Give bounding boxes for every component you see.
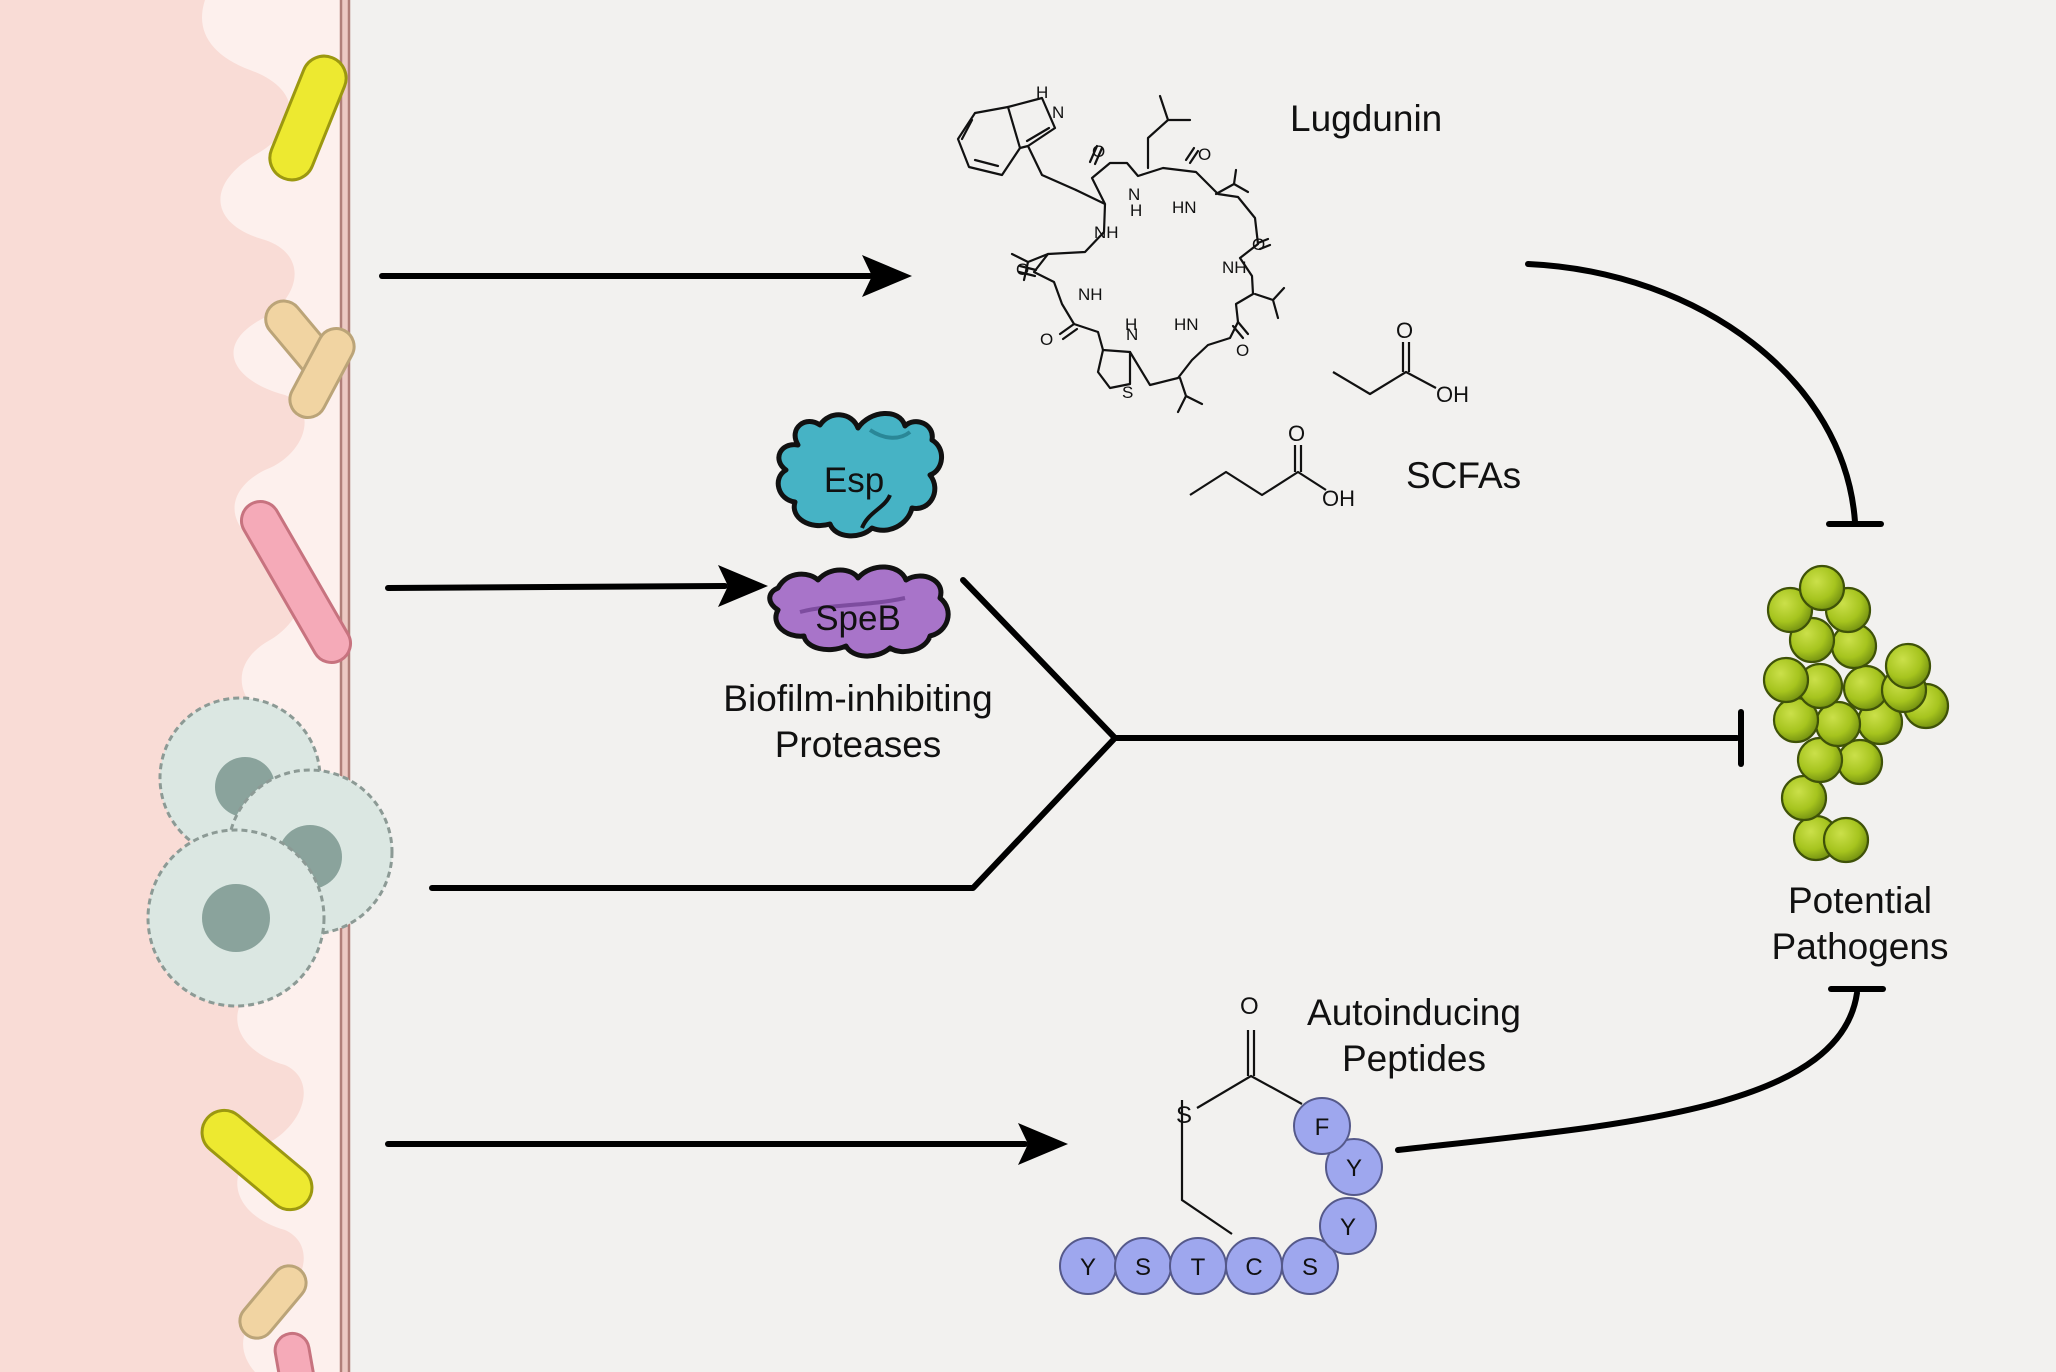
lugdunin-label-text: Lugdunin (1290, 98, 1443, 139)
pathogen-coccus (1762, 656, 1810, 704)
atom-o: O (1016, 260, 1029, 279)
scfa-atom-labels: O OH O OH (1288, 318, 1469, 511)
atom-nh: NH (1222, 258, 1247, 277)
bacterium-yellow-top (268, 54, 348, 182)
pathway-lines (379, 261, 1886, 1153)
atom-o: O (1396, 318, 1413, 343)
arrowhead-aip (1018, 1123, 1068, 1165)
pathogens-label-line1: Potential (1788, 880, 1932, 921)
pathogen-coccus (1884, 642, 1932, 690)
arrowheads (718, 255, 1068, 1165)
aip-label-line2: Peptides (1342, 1038, 1486, 1080)
atom-o: O (1092, 142, 1105, 161)
atom-o: O (1288, 421, 1305, 446)
atom-o: O (1198, 145, 1211, 164)
residue-label: Y (1346, 1155, 1362, 1182)
esp-label: Esp (824, 461, 884, 500)
pathogen-coccus (1822, 816, 1870, 864)
proteases-label: Biofilm-inhibiting Proteases (720, 676, 996, 769)
lugdunin-atom-labels: H N O N H O HN O NH O NH NH HN N H O O S (1016, 83, 1265, 402)
commensal-bacteria (200, 54, 356, 1372)
skin-tissue (0, 0, 351, 1372)
residue-y (1319, 1197, 1377, 1255)
speb-protein (767, 564, 951, 659)
inhibition-curve-aip (1395, 990, 1860, 1153)
pathogen-coccus (1836, 738, 1884, 786)
atom-nh: NH (1094, 223, 1119, 242)
bacterium-yellow-bottom (200, 1108, 314, 1212)
residue-label: F (1315, 1114, 1330, 1141)
immune-cell-nucleus (202, 884, 270, 952)
scfas-label-text: SCFAs (1406, 455, 1522, 496)
inhibition-curve-lugdunin (1525, 261, 1858, 525)
atom-o: O (1252, 235, 1265, 254)
arrowhead-lugdunin (862, 255, 912, 297)
residue-label: S (1135, 1254, 1151, 1281)
residue-label: Y (1340, 1214, 1356, 1241)
atom-hn: HN (1172, 198, 1197, 217)
aip-bonds (1180, 1030, 1303, 1235)
atom-o: O (1040, 330, 1053, 349)
bacterium-pink-edge (273, 1331, 321, 1372)
lugdunin-backbone (1032, 161, 1260, 387)
thiazolidine-ring (1096, 348, 1132, 390)
bacterium-tan-bottom (238, 1264, 308, 1340)
atom-nh: NH (1078, 285, 1103, 304)
atom-oh: OH (1322, 486, 1355, 511)
bacterium-tan-upper-right (288, 327, 356, 419)
indole-pyrrole (1006, 96, 1057, 150)
atom-n: N (1128, 185, 1140, 204)
proteases-label-line1: Biofilm-inhibiting (723, 678, 993, 719)
membrane-band (341, 0, 349, 1372)
bacterium-pink (240, 500, 352, 664)
pathogens-label-line2: Pathogens (1771, 926, 1949, 968)
lugdunin-structure (956, 94, 1286, 414)
residue-label: C (1245, 1254, 1262, 1281)
arrow-to-speb-shaft (385, 583, 728, 591)
merge-line-bottom (429, 735, 1118, 891)
proteases-label-line2: Proteases (774, 724, 942, 766)
atom-s: S (1176, 1102, 1192, 1129)
residue-label: T (1191, 1254, 1206, 1281)
atom-oh: OH (1436, 382, 1469, 407)
propionic-acid (1332, 342, 1437, 396)
atom-s: S (1122, 383, 1133, 402)
pathogen-coccus (1766, 586, 1814, 634)
pathogen-coccus (1798, 564, 1846, 612)
residue-label: S (1302, 1254, 1318, 1281)
aip-label-line1: Autoinducing (1307, 992, 1521, 1033)
immune-cell-bottom (146, 828, 326, 1008)
speb-label: SpeB (815, 599, 901, 638)
arrowhead-speb (718, 565, 768, 607)
aip-label: Autoinducing Peptides (1296, 990, 1532, 1083)
atom-h: H (1125, 315, 1137, 334)
merge-line-top (960, 577, 1118, 741)
esp-protein (775, 411, 944, 539)
aip-atom-labels: O S (1176, 993, 1259, 1129)
scfas-label: SCFAs (1406, 453, 1521, 499)
lugdunin-label: Lugdunin (1290, 96, 1442, 142)
residue-s (1281, 1237, 1339, 1295)
residue-y (1325, 1138, 1383, 1196)
immune-cells (146, 696, 394, 1008)
pathogens-label: Potential Pathogens (1758, 878, 1962, 971)
butyric-acid (1189, 445, 1327, 497)
atom-h: H (1130, 201, 1142, 220)
atom-n: N (1126, 325, 1138, 344)
residue-label: Y (1080, 1254, 1096, 1281)
residue-f (1293, 1097, 1351, 1155)
atom-hn: HN (1174, 315, 1199, 334)
aip-residues (1059, 1097, 1383, 1295)
pathogen-cluster (1762, 564, 1950, 864)
atom-o: O (1236, 341, 1249, 360)
atom-h: H (1036, 83, 1048, 102)
atom-o: O (1240, 993, 1259, 1020)
indole-benzene (956, 105, 1022, 177)
atom-n: N (1052, 103, 1064, 122)
aip-residue-labels: Y S T C S Y Y F (1080, 1114, 1362, 1281)
